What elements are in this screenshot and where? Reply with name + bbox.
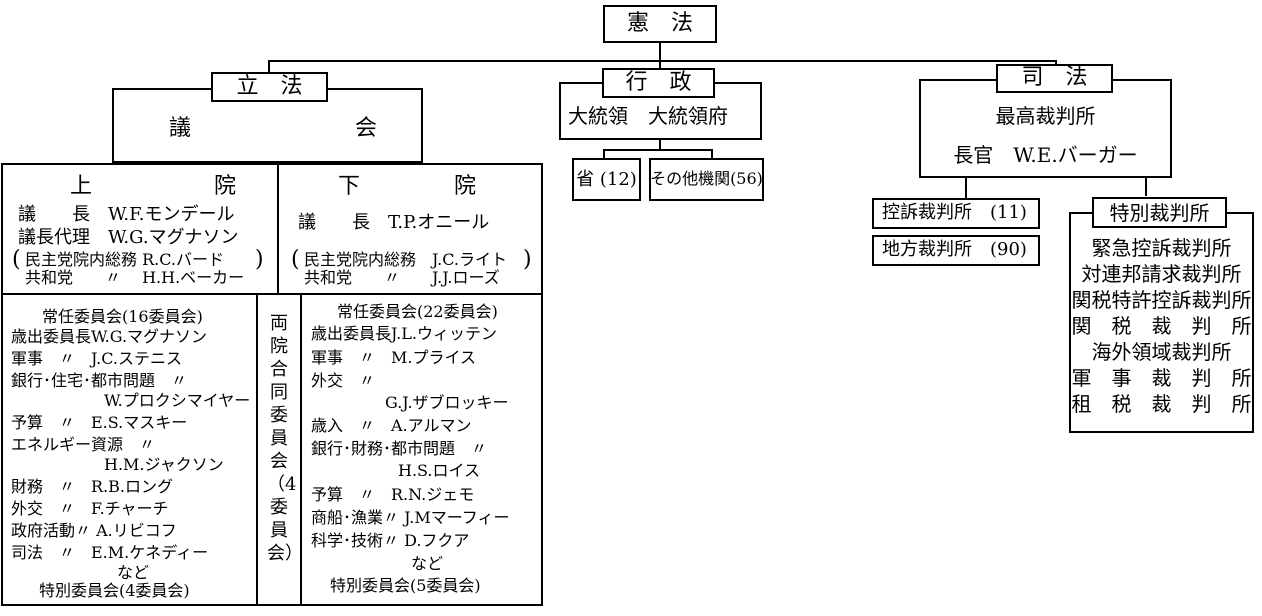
house-committee-8: H.S.ロイス xyxy=(398,461,481,480)
senate-committee-6: 予算 〃 E.S.マスキー xyxy=(11,413,188,432)
special-court-7: 租 税 裁 判 所 xyxy=(1071,392,1252,416)
judicial-title-box xyxy=(996,64,1113,93)
house-row-3: 共和党 〃 J.J.ローズ xyxy=(304,268,500,287)
senate-bracket-right: ) xyxy=(255,247,264,272)
special-court-2: 対連邦請求裁判所 xyxy=(1081,262,1242,286)
legislative-title-box xyxy=(211,72,328,102)
joint-committee-label: 両院合同委員会（4委員会） xyxy=(267,313,303,564)
constitution-label: 憲 法 xyxy=(626,11,693,36)
house-row-1: 議 長 T.P.オニール xyxy=(298,212,490,233)
other-agencies-label: その他機関(56) xyxy=(650,169,763,188)
house-committee-1: 常任委員会(22委員会) xyxy=(337,302,498,321)
house-committee-12: など xyxy=(411,554,444,573)
house-committee-2: 歳出委員長J.L.ウィッテン xyxy=(311,324,497,343)
house-committees-box xyxy=(300,293,543,606)
senate-committee-13: など xyxy=(117,563,150,582)
senate-row-4: 共和党 〃 H.H.ベーカー xyxy=(25,268,245,287)
senate-committee-8: H.M.ジャクソン xyxy=(104,455,224,474)
constitution-stem xyxy=(659,43,661,61)
senate-committee-9: 財務 〃 R.B.ロング xyxy=(11,477,173,496)
legislative-title: 立 法 xyxy=(236,74,303,99)
special-court-1: 緊急控訴裁判所 xyxy=(1091,236,1232,260)
senate-committee-14: 特別委員会(4委員会) xyxy=(39,581,190,600)
house-title-left: 下 xyxy=(338,174,361,199)
house-bracket-left: ( xyxy=(291,247,300,272)
departments-connector xyxy=(603,149,605,159)
judicial-down-left xyxy=(965,178,967,200)
departments-label: 省 (12) xyxy=(576,169,637,190)
congress-right: 会 xyxy=(355,116,378,141)
other-connector xyxy=(711,149,713,159)
senate-committee-5: W.プロクシマイヤー xyxy=(104,391,251,410)
judicial-title: 司 法 xyxy=(1021,65,1088,90)
house-committee-4: 外交 〃 xyxy=(311,371,376,390)
senate-title-right: 院 xyxy=(214,174,237,199)
executive-president: 大統領 大統領府 xyxy=(568,104,728,128)
senate-committee-1: 常任委員会(16委員会) xyxy=(42,307,203,326)
house-committee-11: 科学･技術〃 D.フクア xyxy=(311,531,470,550)
district-label: 地方裁判所 (90) xyxy=(882,239,1027,260)
appeals-box xyxy=(872,198,1040,229)
executive-stem xyxy=(659,60,661,74)
special-court-3: 関税特許控訴裁判所 xyxy=(1071,288,1252,312)
supreme-court-label: 最高裁判所 xyxy=(995,104,1096,128)
special-courts-title: 特別裁判所 xyxy=(1109,201,1210,225)
special-court-5: 海外領域裁判所 xyxy=(1091,340,1232,364)
special-courts-outline xyxy=(1069,212,1254,433)
house-committee-10: 商船･漁業〃 J.Mマーフィー xyxy=(311,508,510,527)
judicial-down-right xyxy=(1145,178,1147,196)
house-row-2: 民主党院内総務 J.C.ライト xyxy=(304,250,508,269)
senate-committees-box xyxy=(1,293,258,606)
house-committee-13: 特別委員会(5委員会) xyxy=(330,576,481,595)
executive-title-box xyxy=(602,68,715,98)
executive-down-line xyxy=(659,140,661,150)
house-committee-5: G.J.ザブロッキー xyxy=(385,393,509,412)
house-committee-6: 歳入 〃 A.アルマン xyxy=(311,416,472,435)
house-committee-7: 銀行･財務･都市問題 〃 xyxy=(311,439,488,458)
senate-committee-11: 政府活動〃 A.リビコフ xyxy=(11,521,177,540)
senate-title-left: 上 xyxy=(70,174,93,199)
senate-committee-2: 歳出委員長W.G.マグナソン xyxy=(11,327,208,346)
house-committee-9: 予算 〃 R.N.ジェモ xyxy=(311,485,475,504)
house-bracket-right: ) xyxy=(523,247,532,272)
senate-committee-10: 外交 〃 F.チャーチ xyxy=(11,499,169,518)
special-court-6: 軍 事 裁 判 所 xyxy=(1071,366,1252,390)
constitution-box xyxy=(603,5,717,43)
special-courts-title-box xyxy=(1092,197,1227,228)
special-court-4: 関 税 裁 判 所 xyxy=(1071,314,1252,338)
appeals-label: 控訴裁判所 (11) xyxy=(882,202,1027,223)
house-title-right: 院 xyxy=(454,174,477,199)
senate-committee-12: 司法 〃 E.M.ケネディー xyxy=(11,543,209,562)
congress-left: 議 xyxy=(169,116,192,141)
senate-committee-4: 銀行･住宅･都市問題 〃 xyxy=(11,371,188,390)
executive-title: 行 政 xyxy=(625,70,692,95)
senate-committee-3: 軍事 〃 J.C.ステニス xyxy=(11,349,183,368)
judicial-outline xyxy=(919,79,1172,178)
senate-bracket-left: ( xyxy=(12,247,21,272)
departments-box xyxy=(572,158,641,201)
other-agencies-box xyxy=(649,158,764,201)
legislative-stem xyxy=(268,60,270,72)
executive-split-line xyxy=(603,149,713,151)
senate-row-3: 民主党院内総務 R.C.バード xyxy=(25,250,224,269)
district-box xyxy=(872,235,1040,266)
senate-row-1: 議 長 W.F.モンデール xyxy=(18,204,235,225)
senate-row-2: 議長代理 W.G.マグナソン xyxy=(18,227,239,248)
house-committee-3: 軍事 〃 M.プライス xyxy=(311,348,476,367)
top-branch-line xyxy=(268,60,1055,62)
chief-justice-label: 長官 W.E.バーガー xyxy=(953,143,1138,167)
senate-committee-7: エネルギー資源 〃 xyxy=(11,435,156,454)
